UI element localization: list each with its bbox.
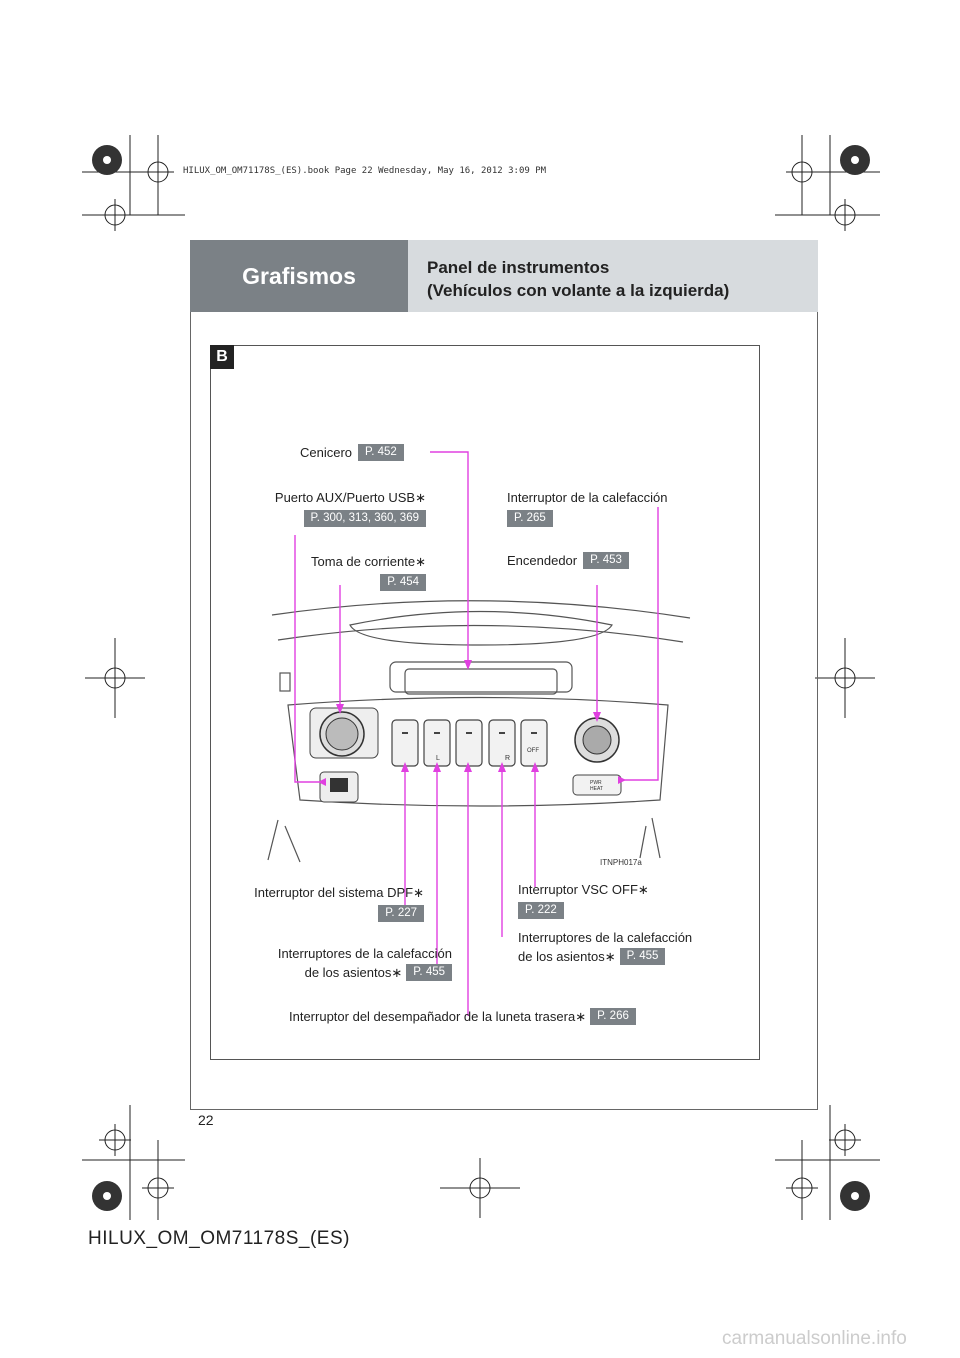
power-outlet-icon — [309, 707, 379, 759]
callout-label: Toma de corriente — [311, 554, 416, 569]
pwr-heat-text2: HEAT — [590, 786, 603, 792]
watermark: carmanualsonline.info — [722, 1328, 907, 1349]
page-title-line1: Panel de instrumentos — [427, 258, 610, 277]
heater-switch-icon: PWR HEAT — [572, 774, 622, 796]
page-ref[interactable]: P. 452 — [358, 444, 404, 461]
page-ref[interactable]: P. 455 — [406, 964, 452, 981]
page-ref[interactable]: P. 455 — [619, 948, 666, 965]
footnote-mark: ∗ — [413, 885, 424, 900]
aux-usb-port-icon — [319, 771, 359, 803]
footer-code: HILUX_OM_OM71178S_(ES) — [88, 1228, 350, 1249]
page-ref[interactable]: P. 266 — [590, 1008, 636, 1025]
page-ref[interactable]: P. 453 — [583, 552, 629, 569]
callout-cenicero: Cenicero P. 452 — [300, 444, 404, 461]
callout-label: Interruptor de la calefacción — [507, 490, 668, 505]
footnote-mark: ∗ — [391, 964, 403, 980]
footnote-mark: ∗ — [637, 882, 649, 897]
page-ref[interactable]: P. 454 — [380, 574, 426, 591]
figure-panel — [210, 345, 760, 1060]
callout-label: Cenicero — [300, 444, 353, 460]
callout-label: Interruptor VSC OFF — [518, 882, 638, 897]
callout-label: Encendedor — [507, 552, 578, 568]
page-title-line2: (Vehículos con volante a la izquierda) — [427, 281, 730, 300]
callout-label: Interruptor del desempañador de la lunet… — [289, 1008, 576, 1024]
section-badge: B — [210, 345, 234, 369]
page-ref[interactable]: P. 227 — [378, 905, 424, 922]
page-number: 22 — [198, 1112, 214, 1128]
footnote-mark: ∗ — [415, 490, 426, 505]
callout-encendedor: Encendedor P. 453 — [507, 552, 629, 569]
callout-calefaccion: Interruptor de la calefacción P. 265 — [507, 490, 667, 527]
callout-vsc: Interruptor VSC OFF∗ P. 222 — [518, 882, 649, 919]
print-stamp: HILUX_OM_OM71178S_(ES).book Page 22 Wedn… — [183, 166, 547, 176]
seat-left-text: L — [436, 755, 440, 762]
callout-asientos-right: Interruptores de la calefacción de los a… — [518, 930, 692, 965]
callout-dpf: Interruptor del sistema DPF∗ P. 227 — [224, 885, 424, 922]
footnote-mark: ∗ — [415, 554, 426, 569]
vsc-off-text: OFF — [527, 748, 539, 754]
callout-label-line2: de los asientos — [304, 964, 392, 980]
page-header: Grafismos Panel de instrumentos (Vehícul… — [190, 240, 818, 312]
callout-label: Interruptor del sistema DPF — [254, 885, 414, 900]
content-frame — [190, 312, 818, 1110]
callout-asientos-left: Interruptores de la calefacción de los a… — [236, 946, 452, 981]
page-title: Panel de instrumentos (Vehículos con vol… — [408, 240, 818, 312]
figure-code: ITNPH017a — [600, 858, 642, 867]
seat-right-text: R — [505, 755, 510, 762]
pwr-heat-text1: PWR — [590, 780, 602, 786]
callout-label-line1: Interruptores de la calefacción — [277, 946, 452, 961]
footnote-mark: ∗ — [575, 1008, 587, 1024]
page-ref[interactable]: P. 300, 313, 360, 369 — [303, 510, 426, 527]
callout-label-line2: de los asientos — [518, 948, 605, 964]
callout-desempanador: Interruptor del desempañador de la lunet… — [289, 1008, 636, 1025]
footnote-mark: ∗ — [604, 948, 616, 964]
callout-aux-usb: Puerto AUX/Puerto USB∗ P. 300, 313, 360,… — [236, 490, 426, 527]
page-ref[interactable]: P. 265 — [507, 510, 553, 527]
callout-label: Puerto AUX/Puerto USB — [274, 490, 416, 505]
section-title: Grafismos — [190, 240, 408, 312]
page-ref[interactable]: P. 222 — [518, 902, 564, 919]
callout-label-line1: Interruptores de la calefacción — [518, 930, 693, 945]
callout-toma: Toma de corriente∗ P. 454 — [256, 554, 426, 591]
